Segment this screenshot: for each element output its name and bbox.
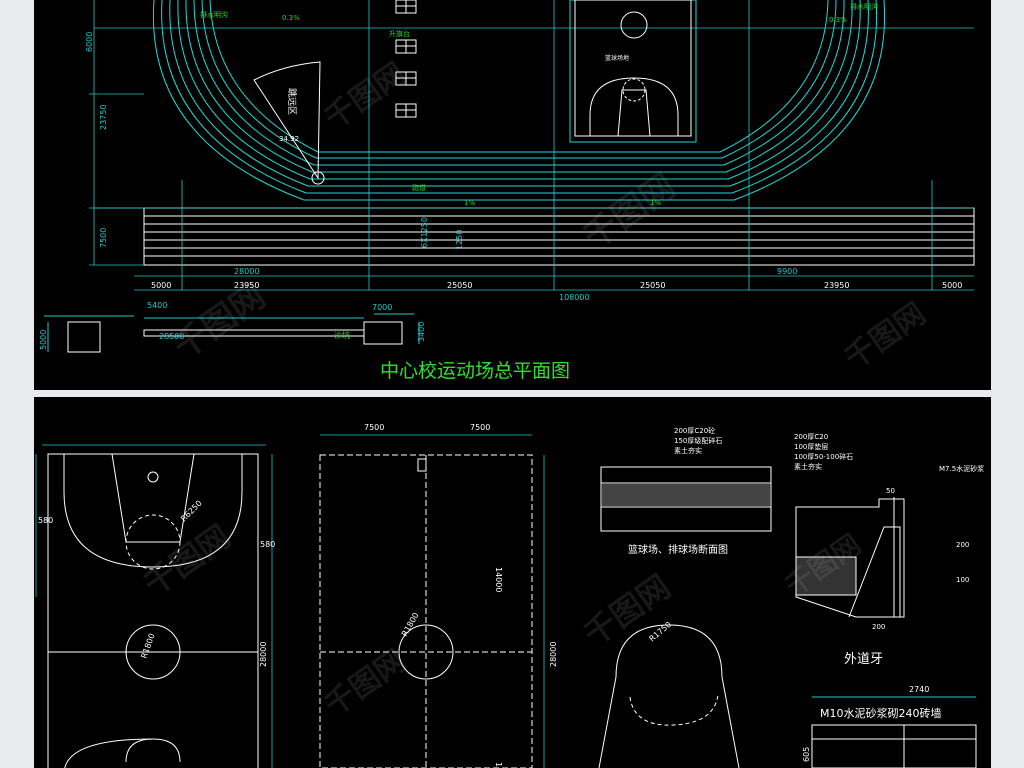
bb-dim-lines xyxy=(35,444,273,768)
dim-5400-wrap: 5400 xyxy=(147,301,167,310)
dim-bottom-4: 23950 xyxy=(824,281,849,290)
dim-7000: 7000 xyxy=(372,303,392,312)
track-lanes xyxy=(152,0,886,201)
svg-text:千图网: 千图网 xyxy=(137,517,237,603)
details-panel: 千图网 千图网 千图网 千图网 28000 R6250 R1800 580 58… xyxy=(34,397,991,768)
curb-label-0: 200厚C20 xyxy=(794,433,828,441)
curb-label-2: 100厚垫层 xyxy=(794,442,828,451)
watermark-bottom: 千图网 千图网 千图网 千图网 xyxy=(137,517,867,723)
curb-dim-2: 200 xyxy=(872,623,885,631)
basketball-court xyxy=(47,453,259,768)
label-slope-b: 0.3% xyxy=(829,16,847,24)
dim-bottom-3: 25050 xyxy=(640,281,665,290)
dim-108000: 108000 xyxy=(559,293,590,302)
section-title: 篮球场、排球场断面图 xyxy=(628,543,728,556)
curb-dim-3: 100 xyxy=(956,576,969,584)
layer-2: 素土夯实 xyxy=(674,446,702,455)
curb-title: 外道牙 xyxy=(844,652,883,667)
curb-label-1: M7.5水泥砂浆 xyxy=(939,464,984,473)
label-pit: 沙坑 xyxy=(334,330,350,340)
hoop-detail xyxy=(598,624,740,768)
bb-dim-r6250: R6250 xyxy=(179,499,204,524)
site-plan-drawing: 千图网 千图网 千图网 千图网 28500 5400 7000 沙坑 28000… xyxy=(39,0,975,382)
dim-5000-small: 5000 xyxy=(39,330,48,350)
label-slope-d: 1% xyxy=(650,199,661,207)
dim-bottom-0: 5000 xyxy=(151,281,171,290)
svg-text:千图网: 千图网 xyxy=(319,56,413,136)
vb-dim-14000-bottom: 14000 xyxy=(494,762,503,768)
dim-bottom-1: 23950 xyxy=(234,281,259,290)
wall-detail xyxy=(811,696,977,768)
volleyball-court xyxy=(319,454,533,768)
dim-28500: 28500 xyxy=(159,332,184,341)
basketball-court-plan xyxy=(569,0,697,143)
layer-0: 200厚C20砼 xyxy=(674,426,715,435)
straight-track xyxy=(143,207,975,266)
shot-put-sector xyxy=(253,61,325,185)
site-plan-panel: 千图网 千图网 千图网 千图网 28500 5400 7000 沙坑 28000… xyxy=(34,0,991,390)
label-track: 跑道 xyxy=(412,183,426,192)
flag-boxes xyxy=(395,0,417,118)
svg-text:千图网: 千图网 xyxy=(576,166,682,257)
vb-dim-7500-left: 7500 xyxy=(364,423,384,432)
details-drawing: 千图网 千图网 千图网 千图网 28000 R6250 R1800 580 58… xyxy=(35,423,984,768)
label-flag: 升旗台 xyxy=(389,29,410,38)
bb-dim-28000: 28000 xyxy=(259,642,268,667)
layer-1: 150厚级配碎石 xyxy=(674,436,722,445)
dim-bottom-5: 5000 xyxy=(942,281,962,290)
vb-dim-7500-right: 7500 xyxy=(470,423,490,432)
curb-detail xyxy=(795,497,905,618)
dim-left-1: 23750 xyxy=(99,105,108,130)
dim-28000: 28000 xyxy=(234,267,259,276)
wall-title: M10水泥砂浆砌240砖墙 xyxy=(820,706,941,720)
label-drain-left: 排水明沟 xyxy=(200,10,228,19)
radius-label: 34.92 xyxy=(279,135,299,143)
court-label: 篮球场地 xyxy=(605,54,629,62)
vb-dim-28000: 28000 xyxy=(549,642,558,667)
svg-text:千图网: 千图网 xyxy=(319,643,413,723)
label-zone: 跳远区 xyxy=(286,88,298,115)
dim-1250: 1250 xyxy=(455,230,464,250)
curb-dim-0: 50 xyxy=(886,487,895,495)
label-slope-a: 0.3% xyxy=(282,14,300,22)
vb-dim-14000-top: 14000 xyxy=(494,567,503,592)
vb-dim-r1800: R1800 xyxy=(400,611,421,638)
svg-text:千图网: 千图网 xyxy=(839,296,933,376)
construction-lines xyxy=(89,0,974,291)
vb-dim-lines xyxy=(320,434,545,768)
dim-left-2: 7500 xyxy=(99,228,108,248)
curb-label-3: 100厚50-100碎石 xyxy=(794,452,853,461)
label-drain-right: 排水明沟 xyxy=(850,2,878,11)
curb-label-4: 素土夯实 xyxy=(794,462,822,471)
label-slope-c: 1% xyxy=(464,199,475,207)
dim-lanes: 6X1250 xyxy=(420,217,429,248)
plan-title: 中心校运动场总平面图 xyxy=(380,360,570,382)
court-section xyxy=(600,466,772,532)
section-hatch xyxy=(602,484,770,506)
curb-dim-1: 200 xyxy=(956,541,969,549)
dim-left-0: 6000 xyxy=(85,32,94,52)
wall-dim-side: 605 xyxy=(802,747,811,762)
bb-dim-r1800: R1800 xyxy=(139,632,156,659)
bb-dim-580-left: 580 xyxy=(38,516,53,525)
dim-3400: 3400 xyxy=(417,322,426,342)
jump-area-details xyxy=(44,313,420,353)
dim-bottom-2: 25050 xyxy=(447,281,472,290)
hoop-label: R1750 xyxy=(648,620,674,644)
bb-dim-580-right: 580 xyxy=(260,540,275,549)
dim-9900: 9900 xyxy=(777,267,797,276)
dim-5400: 5400 xyxy=(147,301,167,310)
wall-dim: 2740 xyxy=(909,685,929,694)
